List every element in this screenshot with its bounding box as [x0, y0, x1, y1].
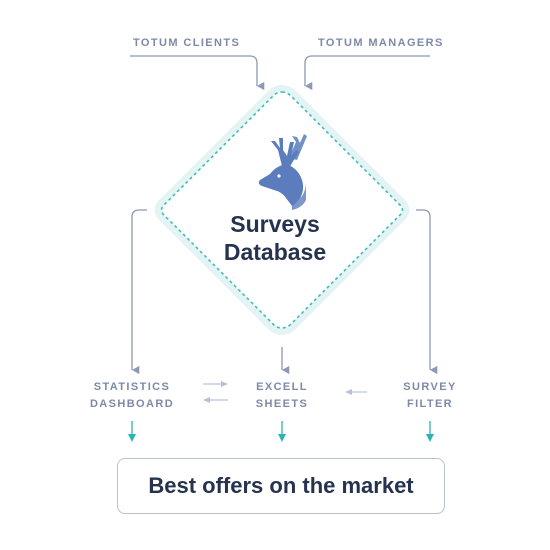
deer-head-icon: [258, 134, 307, 210]
survey-result-arrow: [426, 421, 434, 442]
clients-connector: [130, 55, 265, 91]
statistics-result-arrow: [128, 421, 136, 442]
database-title-line1: Surveys: [230, 211, 320, 237]
excell-sheets-label: EXCELL SHEETS: [232, 379, 332, 413]
statistics-connector: [131, 209, 147, 375]
excell-to-statistics-arrow: [203, 397, 228, 403]
database-title: Surveys Database: [175, 210, 375, 266]
survey-line2: FILTER: [406, 398, 454, 410]
excell-line1: EXCELL: [256, 381, 308, 393]
database-diamond: [154, 85, 410, 335]
statistics-to-excell-arrow: [203, 381, 228, 387]
survey-line1: SURVEY: [403, 381, 457, 393]
survey-filter-label: SURVEY FILTER: [380, 379, 480, 413]
result-box: Best offers on the market: [117, 458, 445, 514]
survey-to-excell-arrow: [345, 389, 367, 395]
survey-connector: [416, 209, 438, 375]
managers-connector: [304, 55, 430, 91]
statistics-dashboard-label: STATISTICS DASHBOARD: [82, 379, 182, 413]
clients-label: TOTUM CLIENTS: [133, 37, 241, 49]
statistics-line2: DASHBOARD: [89, 398, 175, 410]
excell-result-arrow: [278, 421, 286, 442]
statistics-line1: STATISTICS: [93, 381, 171, 393]
managers-label: TOTUM MANAGERS: [318, 37, 444, 49]
database-title-line2: Database: [223, 239, 327, 265]
result-label: Best offers on the market: [148, 473, 414, 498]
excell-line2: SHEETS: [255, 398, 309, 410]
